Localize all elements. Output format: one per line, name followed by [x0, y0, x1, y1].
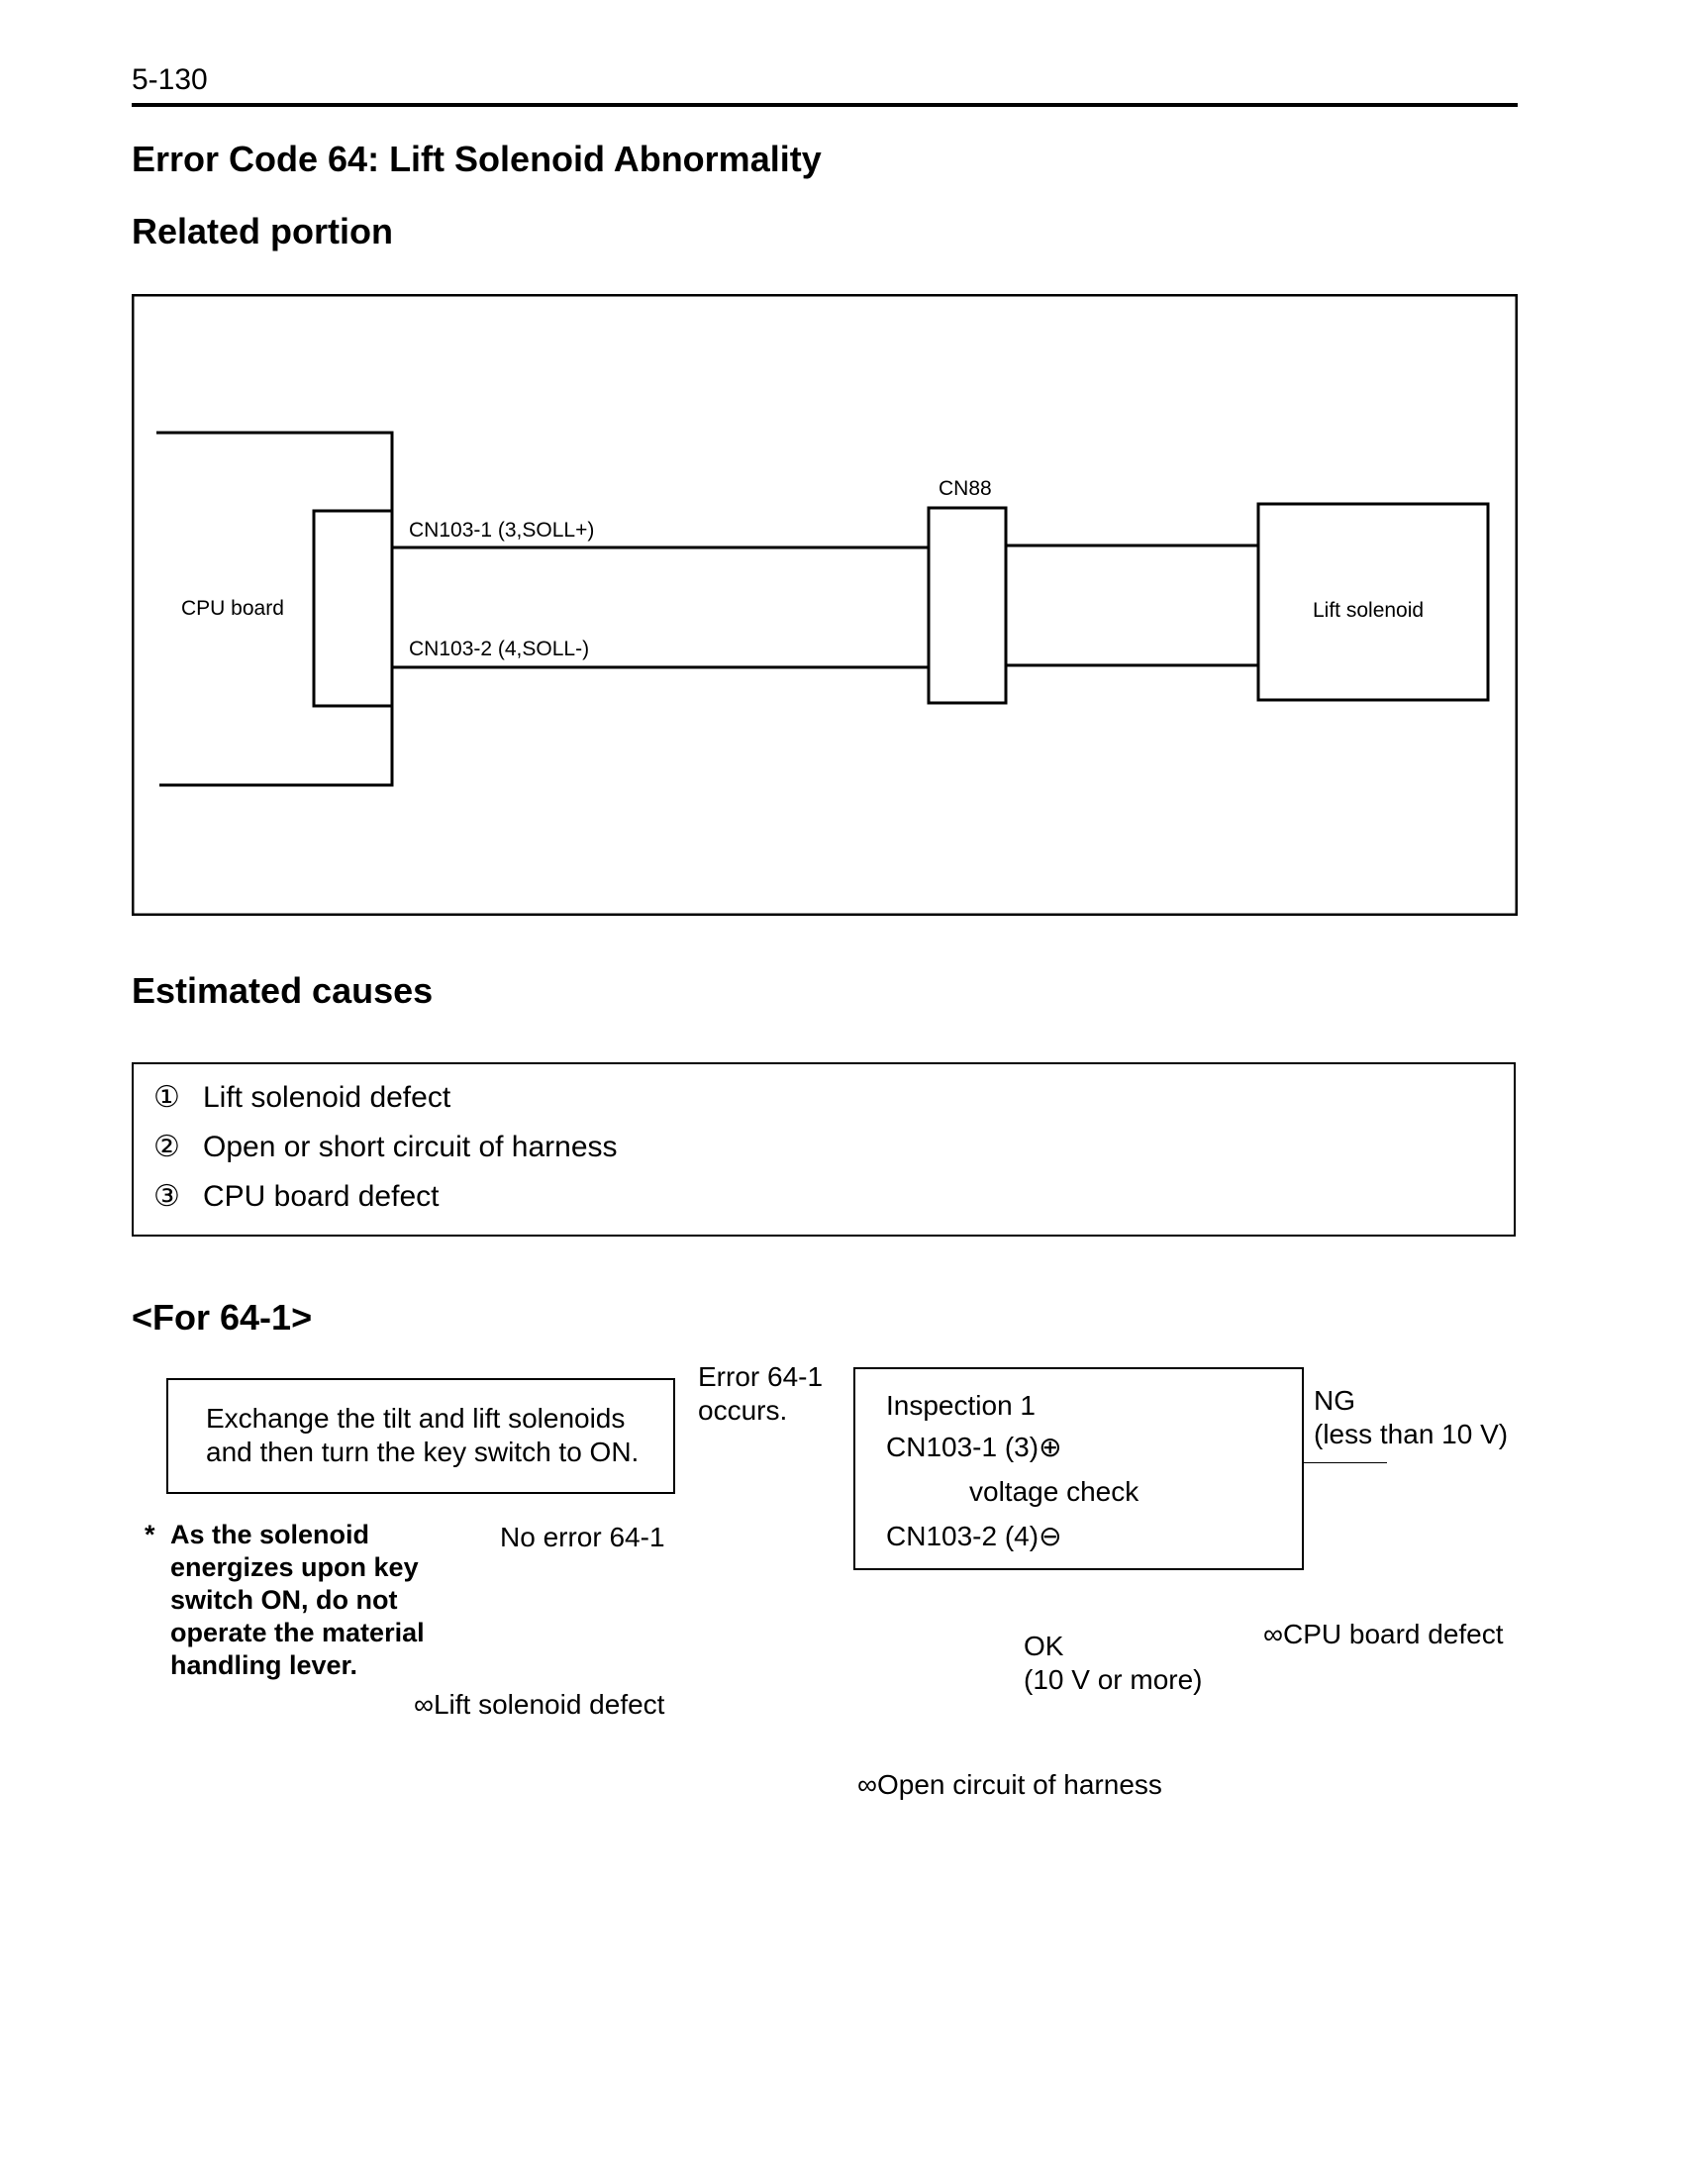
step-exchange-line2: and then turn the key switch to ON.	[206, 1437, 640, 1467]
inspection-line1: CN103-1 (3)⊕	[886, 1431, 1062, 1464]
result-text: Open circuit of harness	[876, 1769, 1162, 1800]
cpu-connector-cn103	[312, 509, 394, 708]
step-exchange-box: Exchange the tilt and lift solenoids and…	[166, 1378, 675, 1494]
result-text: Lift solenoid defect	[433, 1689, 665, 1720]
cpu-board-label: CPU board	[181, 597, 284, 620]
cause-text: CPU board defect	[203, 1180, 440, 1213]
page-number: 5-130	[132, 63, 208, 96]
inspection-line3-text: CN103-2 (4)	[886, 1521, 1040, 1551]
inspection-box: Inspection 1 CN103-1 (3)⊕ voltage check …	[853, 1367, 1304, 1570]
diagram-frame	[132, 294, 1518, 916]
cause-number: ③	[153, 1180, 180, 1213]
infinity-symbol: ∞	[857, 1769, 877, 1800]
wire-label-cn103-2: CN103-2 (4,SOLL-)	[409, 638, 589, 660]
inspection-line3: CN103-2 (4)⊖	[886, 1520, 1062, 1553]
inspection-line2: voltage check	[969, 1476, 1139, 1507]
section-for-heading: <For 64-1>	[132, 1297, 313, 1338]
lift-solenoid-box	[1256, 502, 1490, 702]
ng-line1: NG	[1314, 1385, 1355, 1416]
connector-cn88-label: CN88	[939, 477, 992, 500]
plus-icon: ⊕	[1039, 1432, 1062, 1462]
no-error-label: No error 64-1	[500, 1522, 665, 1552]
section-related-heading: Related portion	[132, 211, 394, 251]
cause-item: ③ CPU board defect	[153, 1179, 439, 1214]
inspection-line1-text: CN103-1 (3)	[886, 1432, 1040, 1462]
ng-underline	[1304, 1462, 1387, 1463]
inspection-title: Inspection 1	[886, 1390, 1036, 1421]
ng-line2: (less than 10 V)	[1314, 1419, 1509, 1449]
error-occurs-line1: Error 64-1	[698, 1361, 824, 1392]
ok-line2: (10 V or more)	[1024, 1664, 1203, 1695]
connector-cn88	[927, 506, 1008, 705]
header-rule	[132, 103, 1518, 107]
result-lift-solenoid-defect: ∞Lift solenoid defect	[414, 1688, 664, 1722]
note-asterisk: *	[145, 1520, 155, 1549]
minus-icon: ⊖	[1039, 1521, 1062, 1551]
result-open-circuit-harness: ∞Open circuit of harness	[857, 1768, 1162, 1802]
infinity-symbol: ∞	[414, 1689, 434, 1720]
error-occurs-line2: occurs.	[698, 1395, 788, 1426]
step-exchange-line1: Exchange the tilt and lift solenoids	[206, 1403, 626, 1434]
cause-text: Open or short circuit of harness	[203, 1131, 618, 1163]
cause-text: Lift solenoid defect	[203, 1081, 451, 1114]
cause-number: ①	[153, 1081, 180, 1114]
caution-note: * As the solenoid energizes upon key swi…	[145, 1519, 444, 1682]
result-text: CPU board defect	[1282, 1619, 1504, 1649]
infinity-symbol: ∞	[1263, 1619, 1283, 1649]
note-text: As the solenoid energizes upon key switc…	[170, 1520, 425, 1680]
cause-item: ② Open or short circuit of harness	[153, 1130, 618, 1164]
wire-label-cn103-1: CN103-1 (3,SOLL+)	[409, 519, 594, 542]
ok-line1: OK	[1024, 1631, 1064, 1661]
section-causes-heading: Estimated causes	[132, 970, 434, 1011]
wiring-diagram: CPU board CN103-1 (3,SOLL+) CN103-2 (4,S…	[132, 294, 1518, 916]
page-title: Error Code 64: Lift Solenoid Abnormality	[132, 139, 822, 179]
lift-solenoid-label: Lift solenoid	[1313, 599, 1424, 622]
cause-number: ②	[153, 1131, 180, 1163]
causes-box: ① Lift solenoid defect ② Open or short cir…	[132, 1062, 1516, 1237]
result-cpu-board-defect: ∞CPU board defect	[1263, 1618, 1504, 1651]
cause-item: ① Lift solenoid defect	[153, 1080, 450, 1115]
